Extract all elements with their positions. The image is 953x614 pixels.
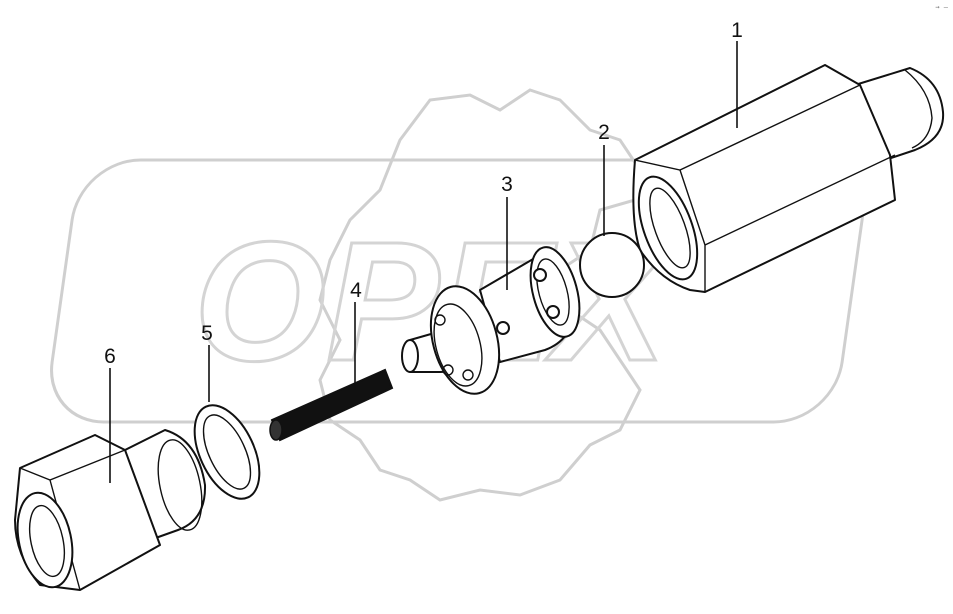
part-6-hex-nut	[14, 429, 207, 591]
callout-6: 6	[104, 345, 116, 368]
part-4-threaded-rod	[269, 368, 394, 442]
callout-4: 4	[350, 279, 362, 302]
callout-labels: 1 2 3 4 5 6	[104, 19, 743, 368]
callout-3: 3	[501, 173, 513, 196]
callout-5: 5	[201, 322, 213, 345]
part-3-poppet	[401, 246, 581, 395]
corner-mark: → —	[935, 3, 948, 11]
callout-leaders	[109, 41, 738, 483]
callout-2: 2	[598, 121, 610, 144]
part-5-o-ring	[193, 404, 261, 500]
part-2-ball	[579, 232, 645, 298]
callout-1: 1	[731, 19, 743, 42]
part-1-hex-body	[632, 64, 945, 293]
